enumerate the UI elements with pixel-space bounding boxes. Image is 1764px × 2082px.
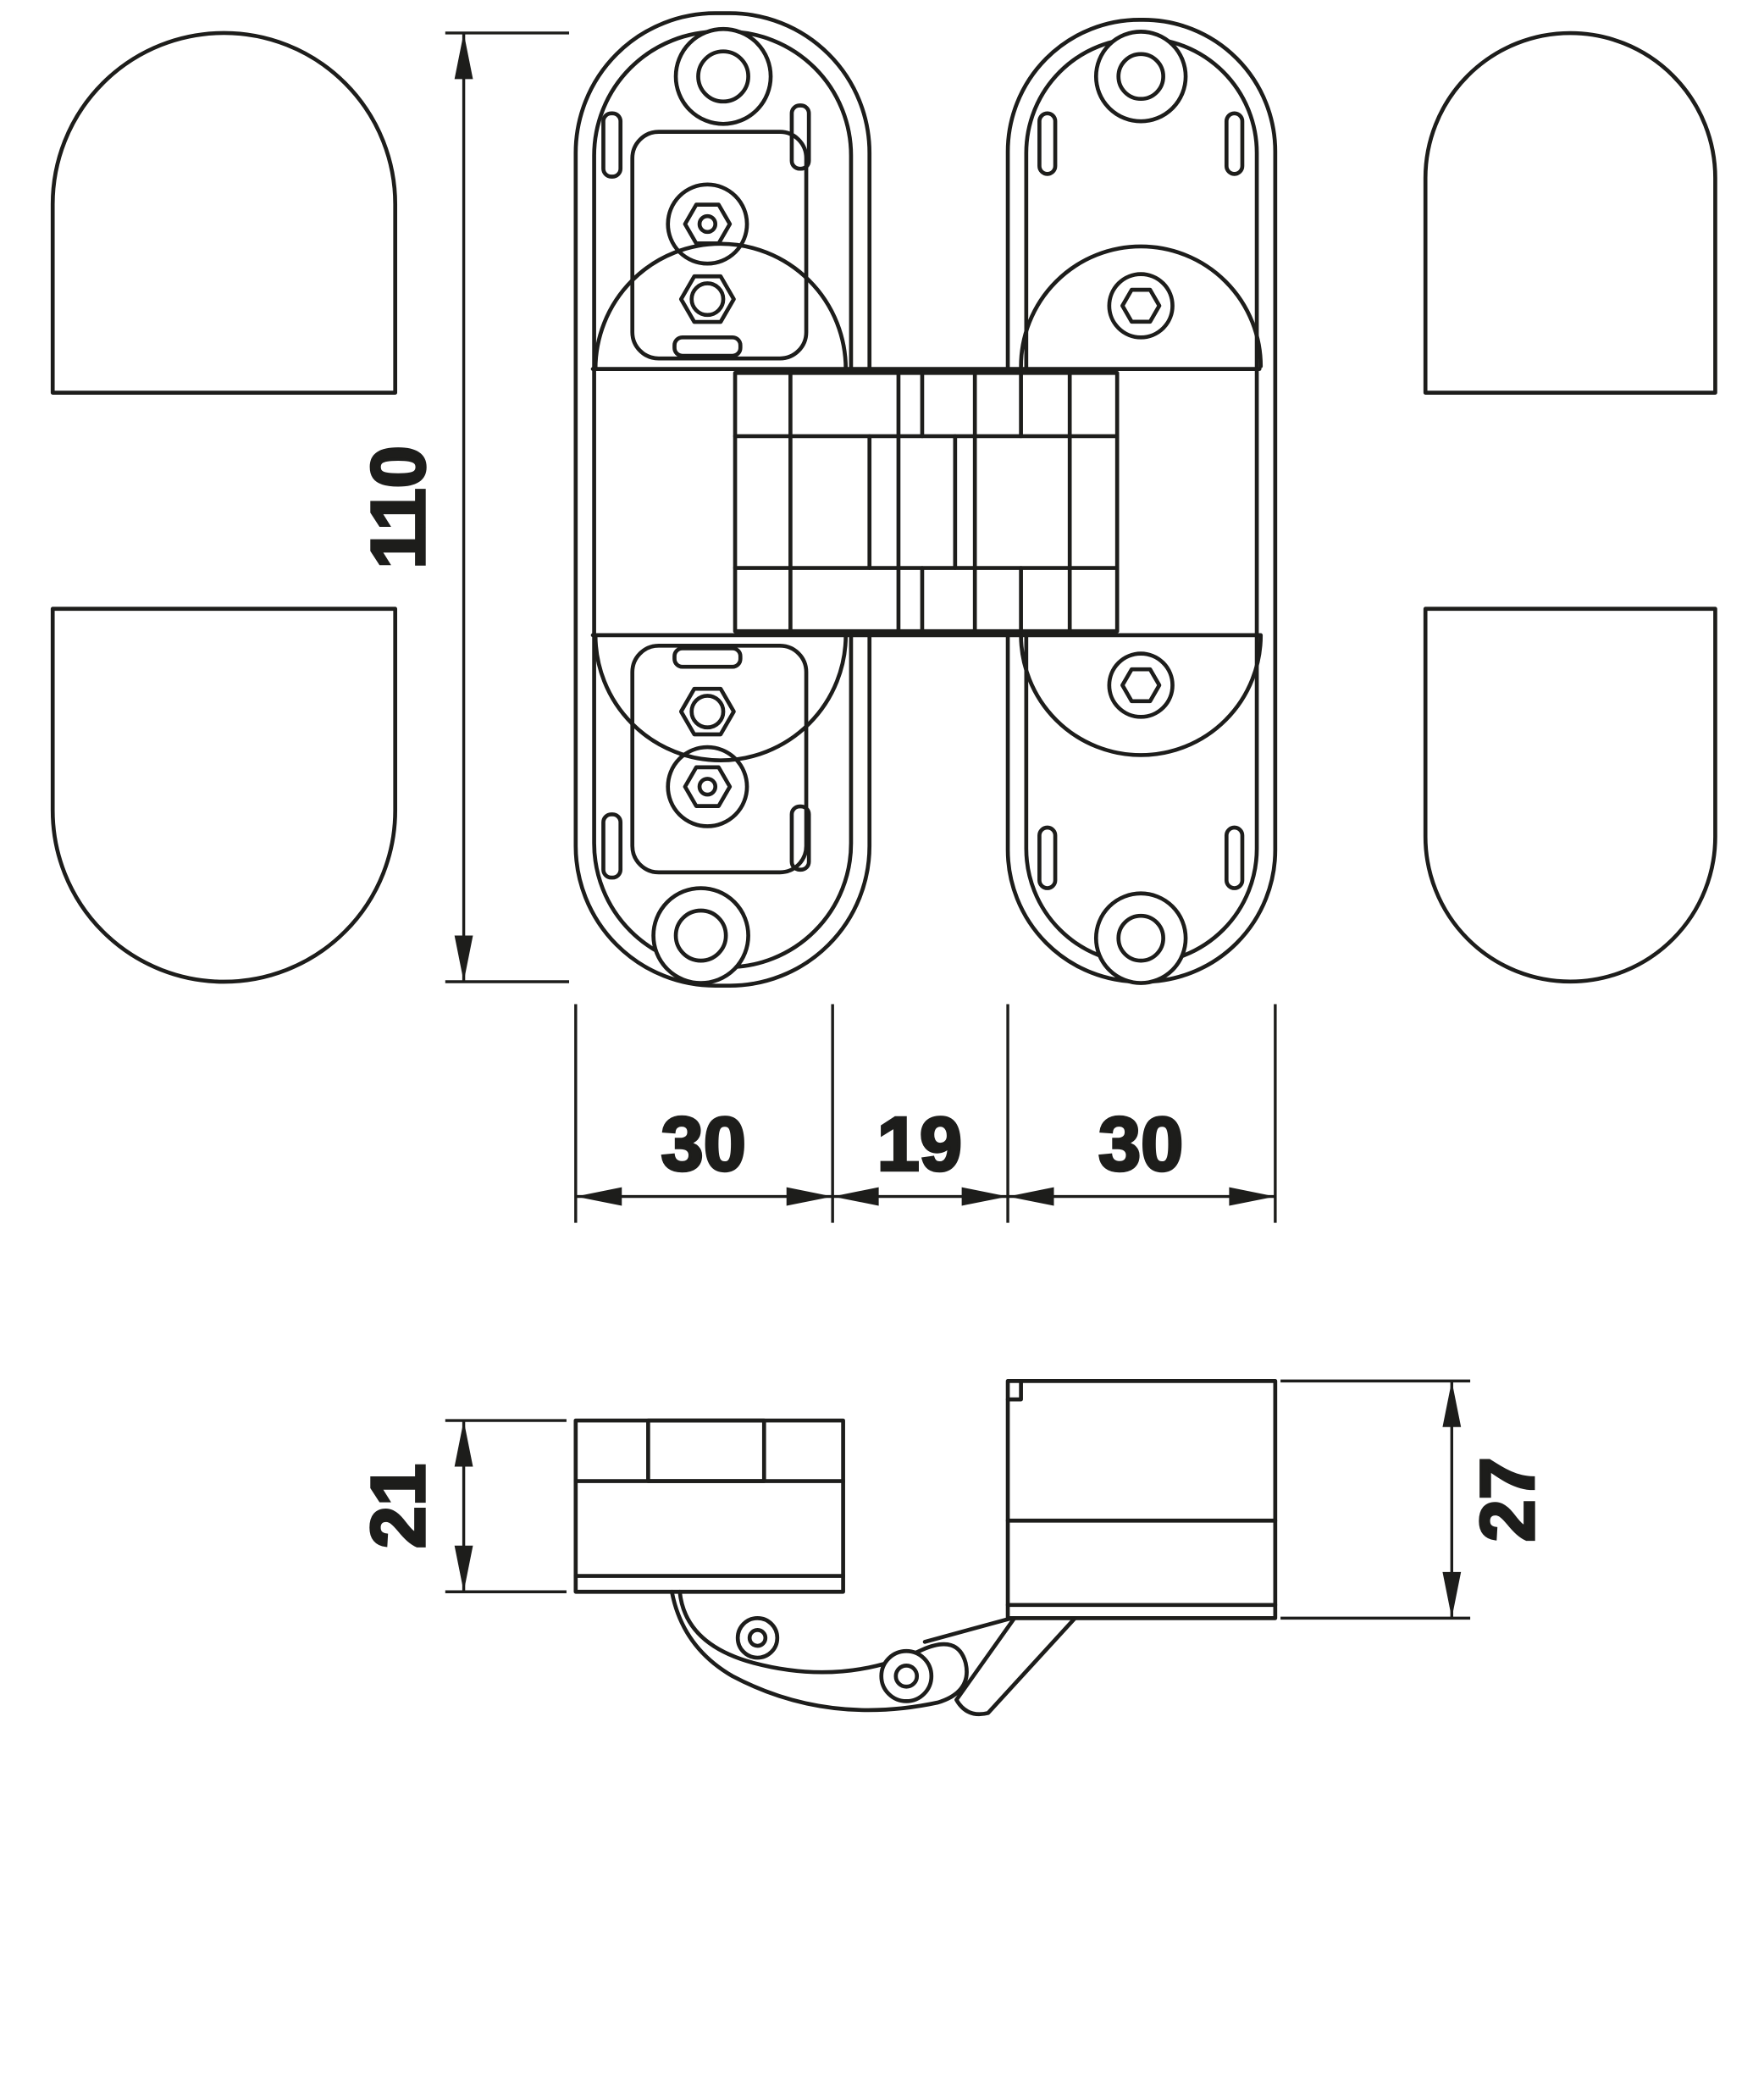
side-hinge-arms [670,1589,1043,1713]
right-plate-slot-top-left [1037,111,1058,176]
dim-height-27: 27 [1280,1379,1551,1620]
arrow-w-right-30-b [1229,1187,1275,1206]
side-right-block-outline [1005,1379,1278,1620]
right-plate-bottom-screw-hole-inner [1116,913,1165,963]
arrow-110-top [454,32,473,80]
right-plate-lower-housing-arc [1019,633,1264,757]
side-left-block-outline [573,1418,845,1594]
front-right-mounting-plate [1005,18,1278,985]
top-lock-nut-hex [678,274,736,324]
arrow-21-top [454,1420,473,1467]
left-plate-slot-top-left [601,111,623,179]
bottom-adjuster-screw-ring [666,745,749,828]
top-adjuster-screw-hex [683,202,733,246]
right-bottom-set-screw-ring [1107,651,1175,719]
cover-caps [50,30,1717,984]
cap-top-left [50,30,398,395]
arrow-110-bottom [454,935,473,982]
dim-label-27: 27 [1465,1457,1551,1542]
front-left-mounting-plate [573,11,872,988]
pivot-pin-right [879,1648,934,1703]
right-plate-bottom-screw-hole [1093,891,1188,985]
left-plate-slot-mid-bottom [672,646,743,669]
left-plate-slot-mid-top [672,335,743,358]
left-plate-top-screw-hole [673,26,773,126]
dim-label-left-30: 30 [661,1101,746,1187]
dim-label-19: 19 [877,1101,962,1187]
side-view [573,1379,1278,1717]
cap-bottom-left [50,606,398,984]
bottom-adjuster-screw-center [697,777,718,797]
knuckle-outline [733,370,1120,634]
bottom-lock-nut-bore [689,694,726,730]
pivot-pin-right-center [893,1664,920,1689]
right-top-set-screw-ring [1107,272,1175,340]
left-plate-lower-housing-arc [593,633,849,762]
right-plate-slot-top-right [1224,111,1245,176]
side-right-block [1005,1379,1278,1620]
left-plate-top-adjuster-body [630,130,809,361]
right-plate-upper-housing-arc [1019,244,1264,368]
left-plate-slot-bottom-right [789,804,811,872]
left-plate-slot-bottom-left [601,812,623,880]
right-plate-slot-bottom-left [1037,825,1058,890]
pivot-pin-left [735,1616,780,1660]
left-plate-top-screw-hole-inner [696,49,750,104]
top-adjuster-screw-ring [666,182,749,266]
pivot-pin-left-center [747,1628,768,1648]
arrow-w-left-30-b [786,1187,833,1206]
dimensions: 110 30 19 30 21 [354,31,1551,1620]
bottom-adjuster-screw-hex [683,765,733,808]
left-plate-bottom-screw-hole-inner [673,908,728,963]
left-plate-slot-top-right [789,103,811,171]
front-hinge-knuckle [590,367,1262,638]
side-left-block [573,1418,845,1594]
arrow-w-left-30-a [575,1187,622,1206]
dim-height-21: 21 [354,1419,567,1593]
right-plate-slot-bottom-right [1224,825,1245,890]
cap-top-right [1423,30,1717,395]
dim-label-110: 110 [356,446,441,569]
pivot-arm-outline [670,1589,969,1713]
bottom-lock-nut-hex [678,686,736,737]
arrow-w-right-30-a [1008,1187,1054,1206]
side-right-block-step [1005,1379,1023,1402]
right-top-set-screw-hex [1120,287,1162,324]
right-bottom-set-screw-hex [1120,667,1162,704]
top-lock-nut-bore [689,281,726,318]
dim-height-110: 110 [354,31,570,983]
arrow-w-19-b [961,1187,1009,1206]
arrow-w-19-a [832,1187,879,1206]
right-plate-top-screw-hole [1093,30,1188,124]
arrow-21-bottom [454,1545,473,1592]
dim-widths-30-19-30: 30 19 30 [574,1004,1277,1223]
right-block-bracket [954,1616,1077,1717]
arrow-27-bottom [1442,1571,1462,1619]
dim-label-21: 21 [356,1464,441,1548]
cap-bottom-right [1423,606,1717,984]
dim-label-right-30: 30 [1098,1101,1183,1187]
top-adjuster-screw-center [697,213,718,235]
right-plate-top-screw-hole-inner [1116,52,1165,102]
arrow-27-top [1442,1381,1462,1427]
left-plate-bottom-screw-hole [651,886,750,985]
left-plate-bottom-adjuster-body [630,643,809,875]
